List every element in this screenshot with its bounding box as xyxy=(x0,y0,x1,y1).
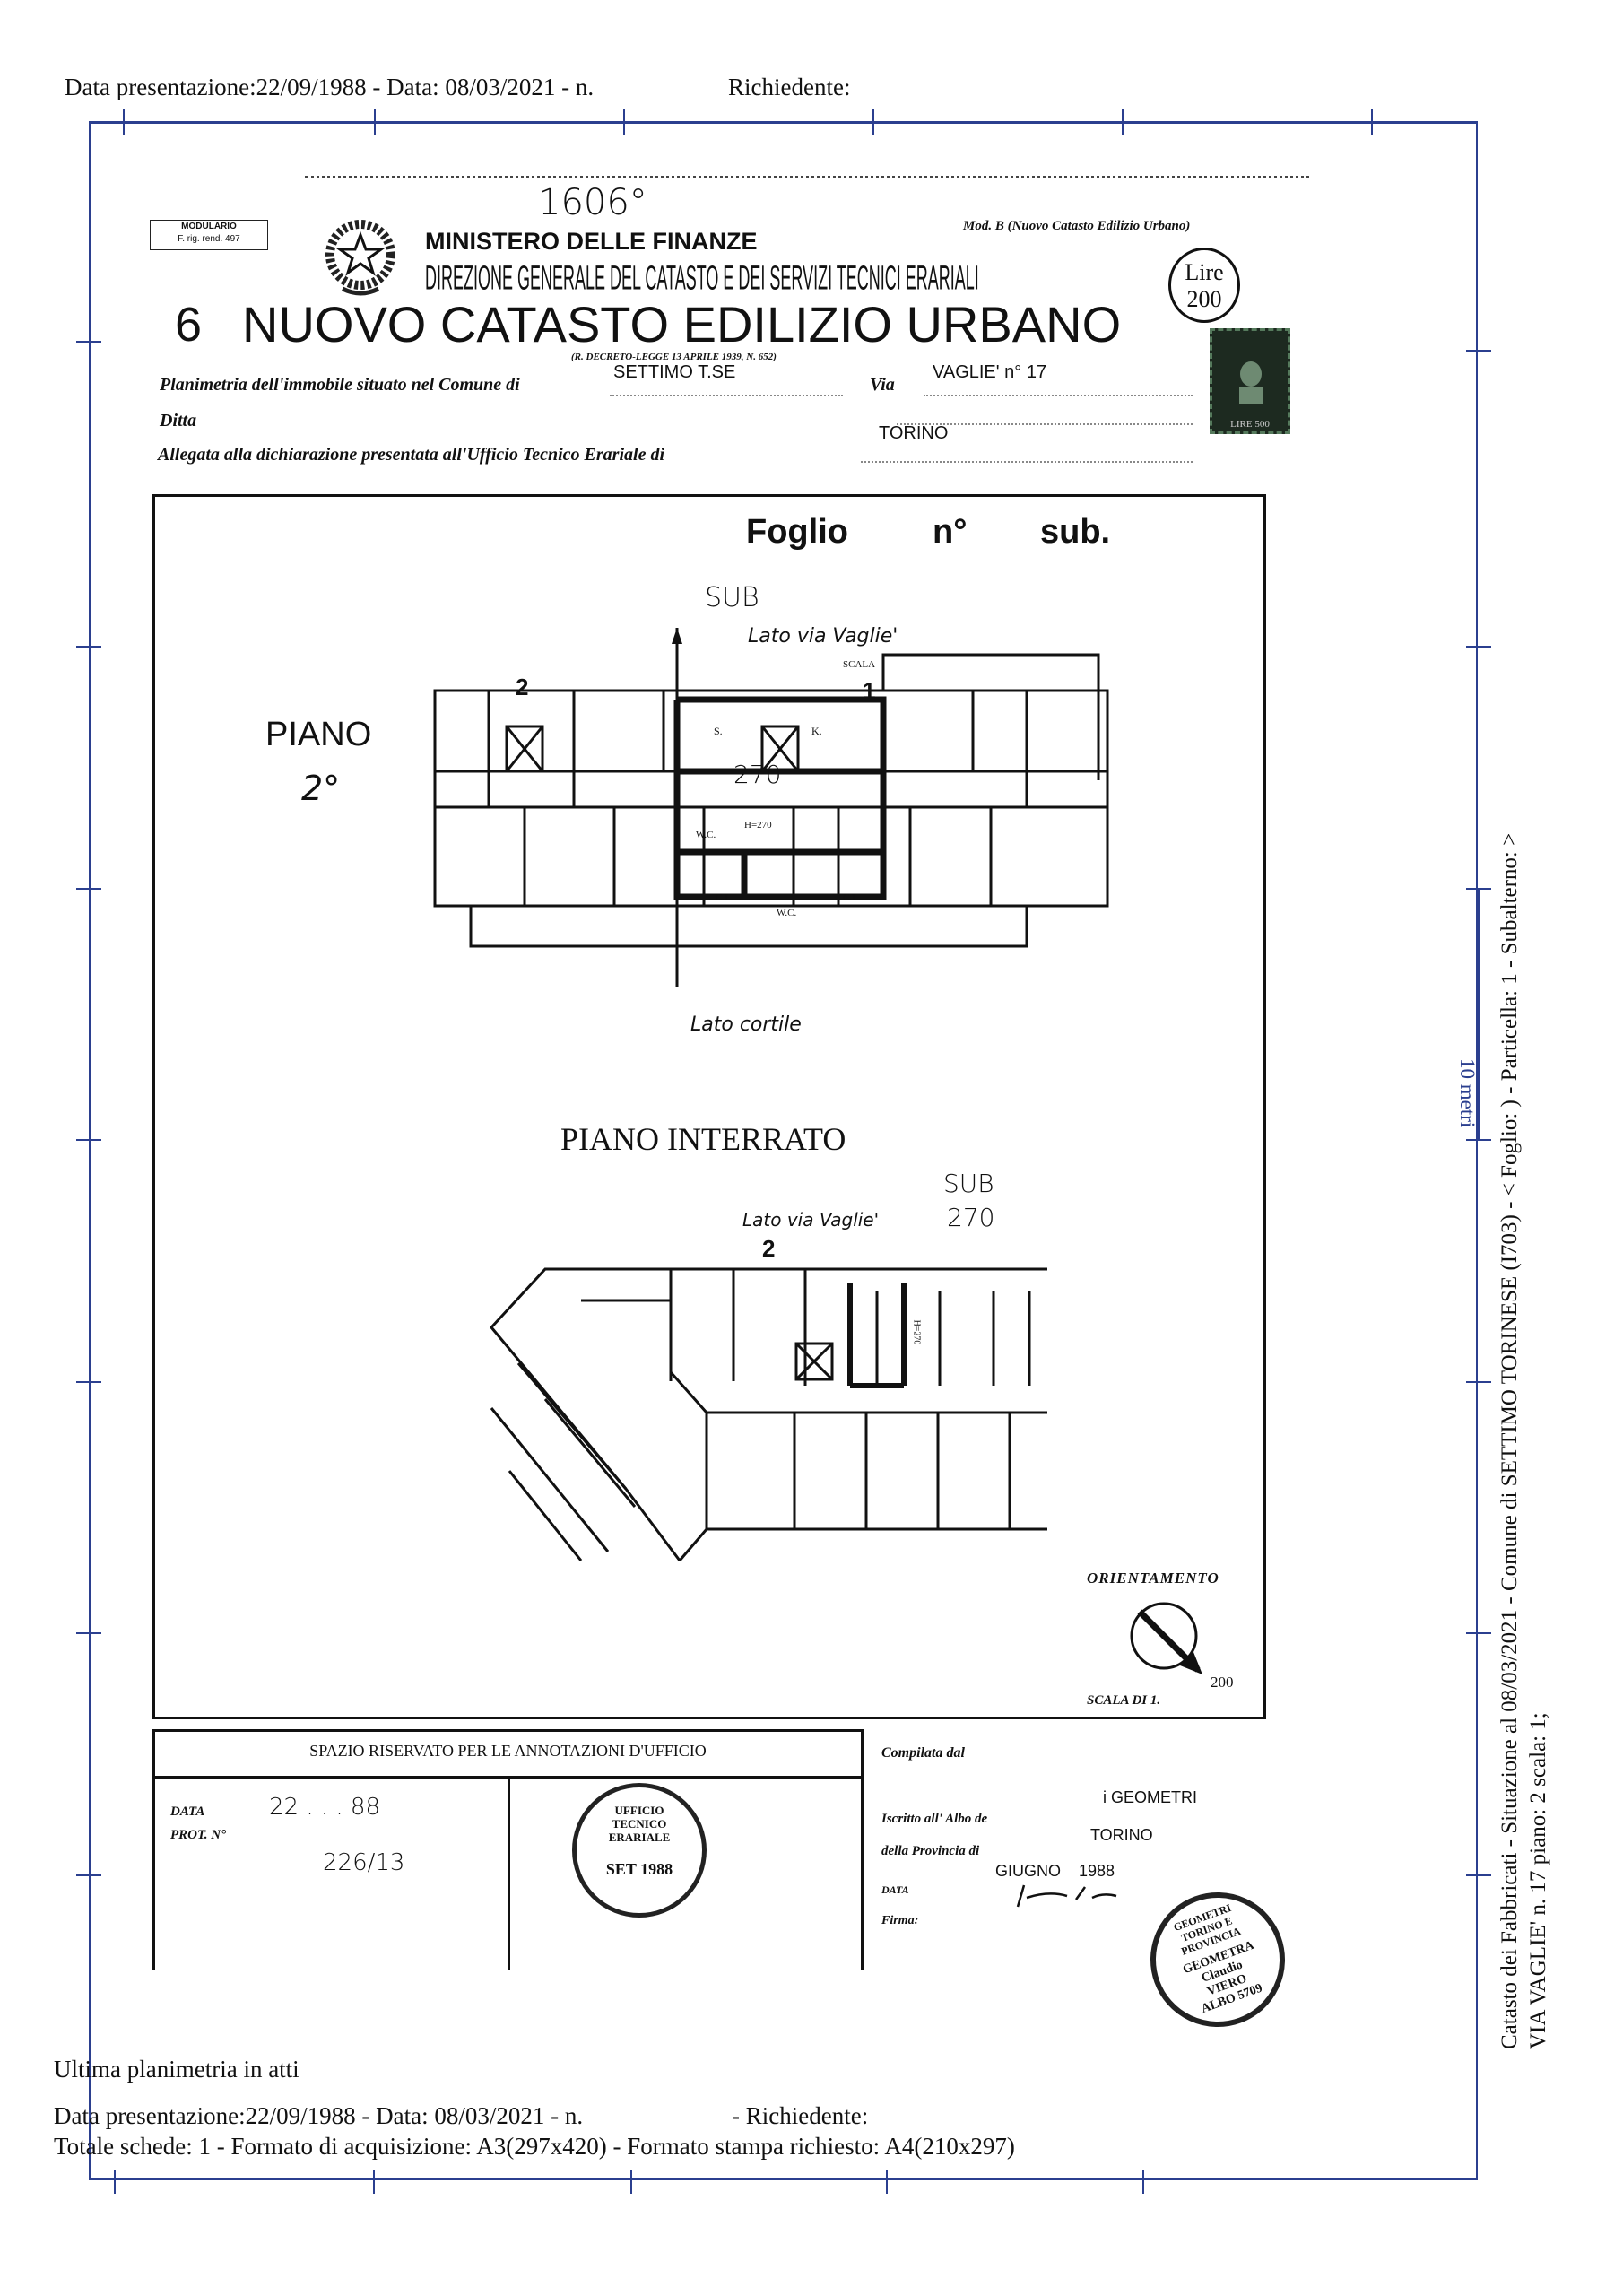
via-dotted-line xyxy=(924,395,1193,396)
firma-label: Firma: xyxy=(881,1914,919,1927)
ufficio-dotted-line xyxy=(861,461,1193,463)
office-data-value: 22 . . . 88 xyxy=(269,1794,381,1821)
floor2-height: H=270 xyxy=(744,820,772,831)
office-prot-value: 226/13 xyxy=(323,1849,405,1876)
albo-value: i GEOMETRI xyxy=(1103,1788,1198,1806)
floor2-room-s: S. xyxy=(714,725,723,737)
floor2-number: 2° xyxy=(301,769,341,808)
ditta-label: Ditta xyxy=(160,411,197,430)
side-cadastre-info: Catasto dei Fabbricati - Situazione al 0… xyxy=(1497,832,1522,2049)
ufficio-value: TORINO xyxy=(879,423,949,443)
modulario-box: MODULARIO F. rig. rend. 497 xyxy=(150,220,268,250)
basement-title: PIANO INTERRATO xyxy=(560,1121,846,1157)
footer-requester: - Richiedente: xyxy=(732,2102,869,2129)
foglio-label: Foglio xyxy=(746,513,848,551)
basement-street-side: Lato via Vaglie' xyxy=(742,1209,880,1231)
compiler-date-value: GIUGNO 1988 xyxy=(995,1862,1115,1880)
compilata-label: Compilata dal xyxy=(881,1745,965,1761)
office-column-divider xyxy=(508,1776,510,1970)
floor2-plan xyxy=(433,628,1109,987)
floor2-room-wc2: W.C. xyxy=(777,908,797,918)
basement-plan xyxy=(490,1267,1047,1561)
scale-bar xyxy=(1478,888,1480,1139)
model-label: Mod. B (Nuovo Catasto Edilizio Urbano) xyxy=(963,219,1191,233)
basement-stair: 2 xyxy=(762,1235,776,1262)
office-divider xyxy=(152,1776,864,1779)
stamp-duty-circle: Lire 200 xyxy=(1168,248,1240,323)
header-requester: Richiedente: xyxy=(728,74,851,100)
side-address-info: VIA VAGLIE' n. 17 piano: 2 scala: 1; xyxy=(1526,1712,1550,2049)
office-annotations-box xyxy=(152,1729,864,1970)
basement-height: H=270 xyxy=(911,1319,922,1345)
sheet-number: 6 xyxy=(175,298,203,352)
ditta-dotted-line xyxy=(897,423,1193,425)
revenue-stamp: LIRE 500 xyxy=(1210,328,1290,434)
drawing-area xyxy=(152,494,1266,1719)
compiler-data-label: DATA xyxy=(881,1883,909,1896)
modulario-label: MODULARIO xyxy=(181,222,237,231)
basement-unit-number: 270 xyxy=(947,1203,995,1232)
floor2-room-cl1: C.L. xyxy=(716,892,733,903)
floor2-courtyard-side: Lato cortile xyxy=(690,1013,802,1036)
albo-label: Iscritto all' Albo de xyxy=(881,1812,988,1826)
floor2-title: PIANO xyxy=(265,716,372,753)
direction-text: DIREZIONE GENERALE DEL CATASTO E DEI SER… xyxy=(425,257,979,297)
floor2-unit-number: 270 xyxy=(733,760,782,789)
office-prot-label: PROT. N° xyxy=(170,1828,227,1842)
signature-icon xyxy=(1016,1884,1117,1908)
footer-format-info: Totale schede: 1 - Formato di acquisizio… xyxy=(54,2133,1015,2160)
stamp-duty-label: Lire xyxy=(1185,259,1224,285)
form-title: NUOVO CATASTO EDILIZIO URBANO xyxy=(242,296,1122,352)
footer-submission-info: Data presentazione:22/09/1988 - Data: 08… xyxy=(54,2102,584,2129)
scan-dotted-line xyxy=(305,176,1309,178)
floor2-scala: SCALA xyxy=(843,659,876,670)
floor2-room-wc: W.C. xyxy=(696,830,716,840)
provincia-value: TORINO xyxy=(1090,1826,1153,1844)
allegata-label: Allegata alla dichiarazione presentata a… xyxy=(158,445,664,465)
arrow-up-icon xyxy=(672,628,682,644)
floor2-room-k: K. xyxy=(812,725,822,737)
planimetria-label: Planimetria dell'immobile situato nel Co… xyxy=(160,375,520,395)
office-stamp: UFFICIO TECNICO ERARIALE SET 1988 xyxy=(572,1783,707,1918)
header-submission-info: Data presentazione:22/09/1988 - Data: 08… xyxy=(65,74,595,100)
office-heading: SPAZIO RISERVATO PER LE ANNOTAZIONI D'UF… xyxy=(309,1742,707,1760)
scale-label: SCALA DI 1. xyxy=(1087,1693,1161,1708)
floor2-room-cl2: C.L. xyxy=(843,892,861,903)
handwritten-number: 1606° xyxy=(538,182,647,223)
floor2-street-side: Lato via Vaglie' xyxy=(748,625,898,648)
via-value: VAGLIE' n° 17 xyxy=(933,362,1047,382)
last-plan-note: Ultima planimetria in atti xyxy=(54,2056,299,2083)
stamp-duty-value: 200 xyxy=(1186,286,1222,312)
revenue-stamp-figure-icon xyxy=(1239,361,1263,404)
decree-reference: (R. DECRETO-LEGGE 13 APRILE 1939, N. 652… xyxy=(571,352,777,362)
ministry-name: MINISTERO DELLE FINANZE xyxy=(425,228,758,255)
floor2-stair-left: 2 xyxy=(516,674,529,700)
comune-value: SETTIMO T.SE xyxy=(613,362,736,382)
document-frame xyxy=(89,121,1478,2180)
revenue-stamp-value: LIRE 500 xyxy=(1230,419,1270,430)
numero-label: n° xyxy=(933,513,968,551)
orientation-label: ORIENTAMENTO xyxy=(1087,1570,1219,1587)
via-label: Via xyxy=(870,375,895,395)
basement-sub-note: SUB xyxy=(943,1169,994,1198)
scale-value: 200 xyxy=(1211,1674,1234,1691)
direction-name: DIREZIONE GENERALE DEL CATASTO E DEI SER… xyxy=(425,257,1124,297)
office-stamp-text: UFFICIO TECNICO ERARIALE xyxy=(608,1804,671,1844)
office-stamp-center: SET 1988 xyxy=(605,1860,673,1878)
italian-emblem-icon xyxy=(325,220,395,296)
north-arrow-icon xyxy=(1130,1602,1202,1674)
provincia-label: della Provincia di xyxy=(881,1844,980,1858)
floor2-stair-right: 1 xyxy=(863,677,876,704)
sub-label: sub. xyxy=(1040,513,1111,551)
comune-dotted-line xyxy=(610,395,843,396)
scale-bar-label: 10 metri xyxy=(1456,1058,1479,1128)
modulario-sub: F. rig. rend. 497 xyxy=(178,234,240,244)
floor2-sub-note: SUB xyxy=(705,582,759,613)
office-data-label: DATA xyxy=(170,1805,205,1819)
